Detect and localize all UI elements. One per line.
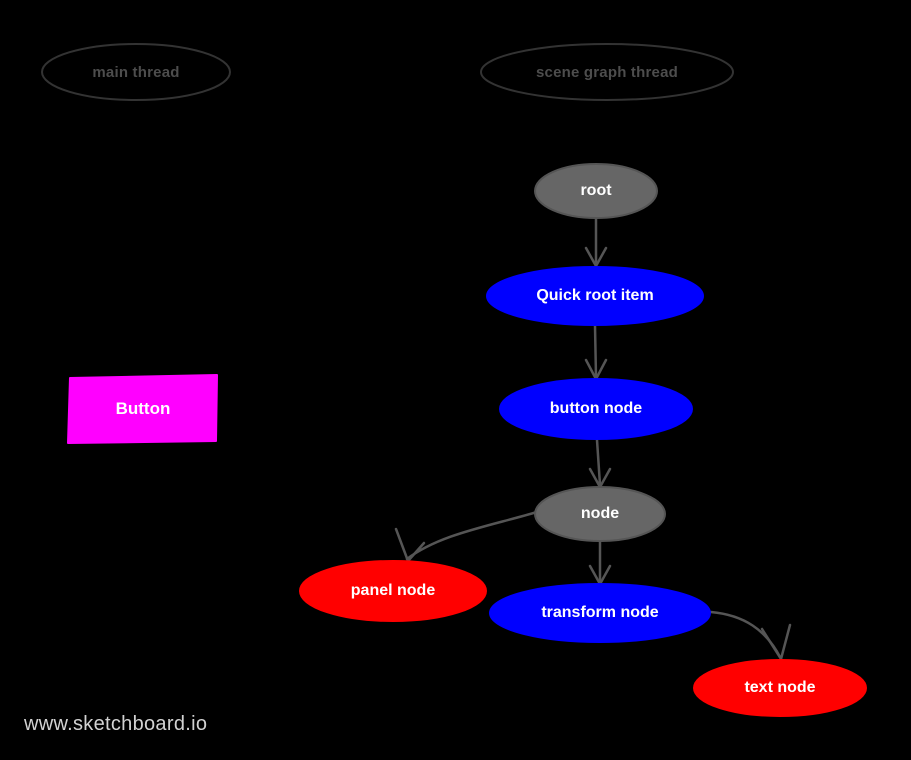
swimlane-scene-graph-thread[interactable] [480,43,734,101]
edge-button-node-to-node[interactable] [595,438,602,487]
node-shape-root[interactable] [534,163,658,219]
swimlane-label-scene-graph-thread: scene graph thread [536,63,678,81]
arrowhead-root-to-quick-root-item [584,246,608,268]
edge-node-to-panel-node[interactable] [405,510,539,561]
node-shape-text-node[interactable] [693,659,867,717]
swimlane-group [41,43,734,101]
swimlane-label-main-thread: main thread [92,63,180,81]
arrowhead-transform-node-to-text-node [760,623,792,661]
edge-quick-root-item-to-button-node[interactable] [593,324,598,379]
swimlane-main-thread[interactable] [41,43,231,101]
node-shape-panel-node[interactable] [299,560,487,622]
watermark-sketchboard: www.sketchboard.io [24,713,208,735]
node-shape-button-node[interactable] [499,378,693,440]
node-shape-transform-node[interactable] [489,583,711,643]
node-shape-quick-root-item[interactable] [486,266,704,326]
node-shape-node[interactable] [534,486,666,542]
node-group [67,163,867,717]
node-shape-button[interactable] [67,374,218,444]
